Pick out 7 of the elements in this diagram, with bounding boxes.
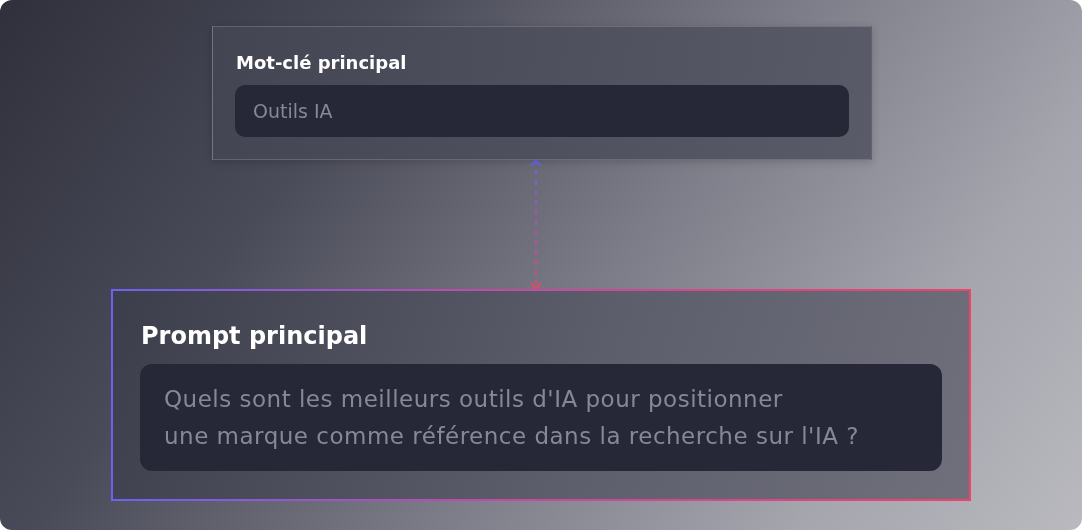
form-card [212,26,872,160]
form-card [111,289,971,501]
panel-heading: Mot-clé principal [236,52,407,73]
text-field: Quels sont les meilleurs outils d'IA pour positionner une marque comme référence dans la recherche sur l'IA ? [140,364,942,471]
dashed-arrow [530,159,542,290]
input-field: Outils IA [235,85,849,137]
panel-heading: Prompt principal [141,322,368,350]
